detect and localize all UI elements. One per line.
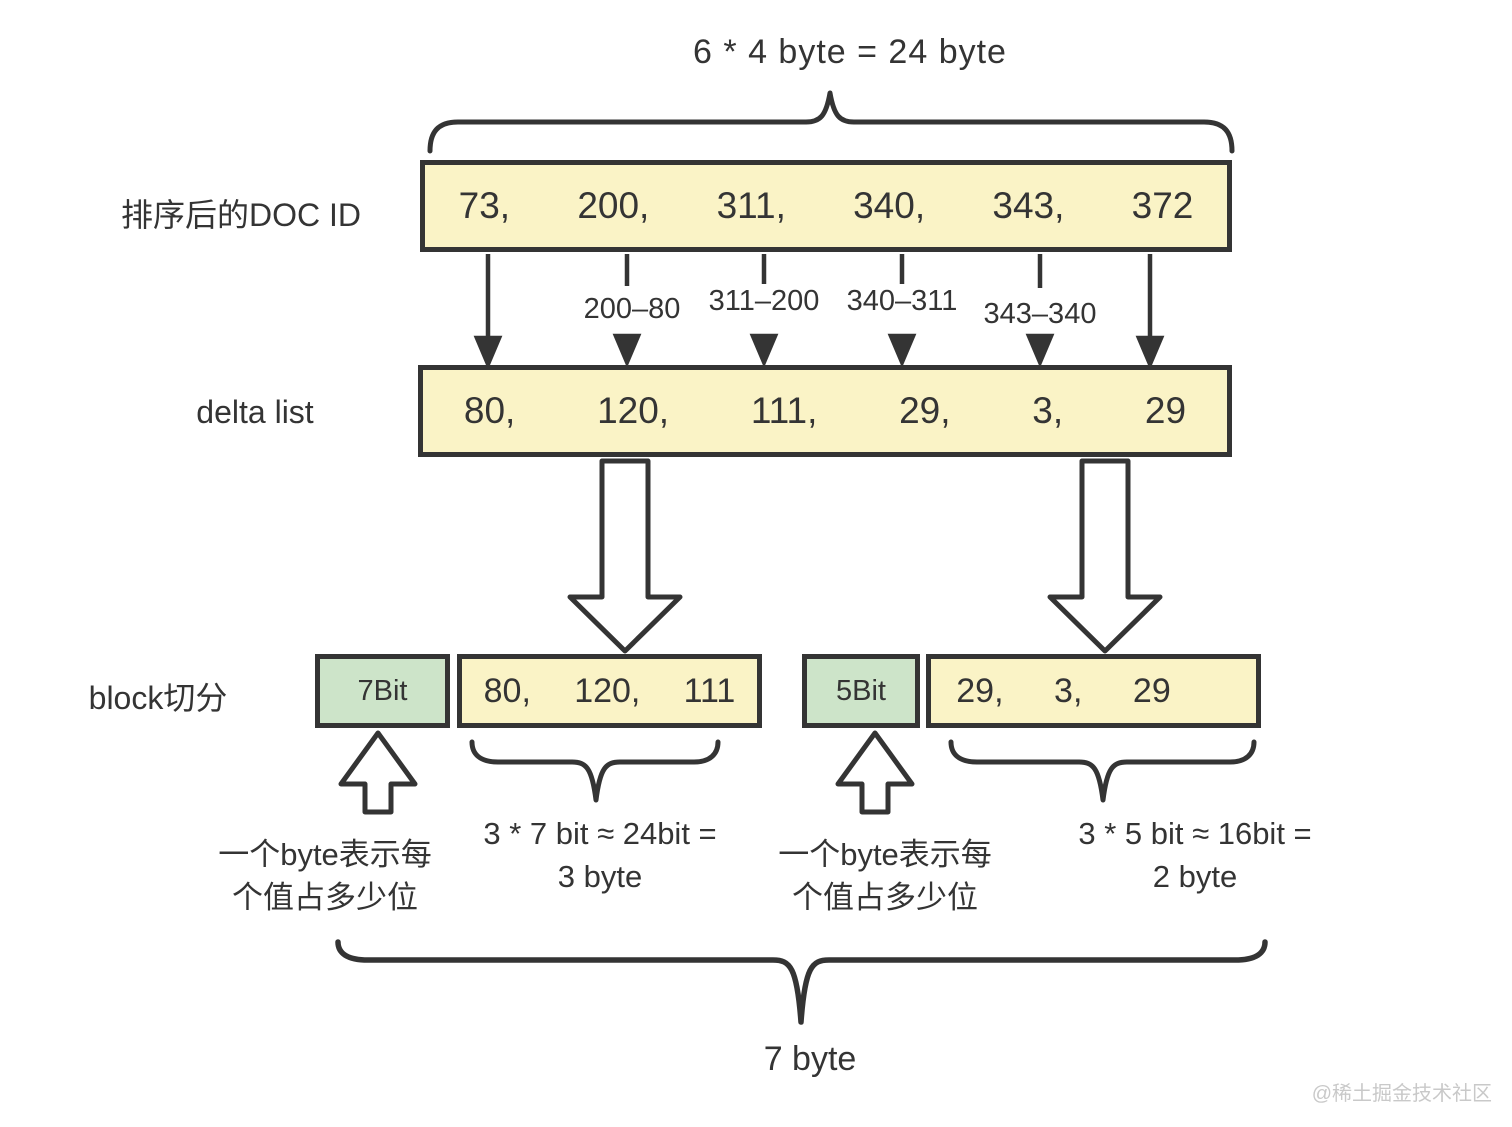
block1-size-note-line1: 3 * 7 bit ≈ 24bit =: [483, 816, 717, 851]
down-arrow-icon: [887, 254, 917, 368]
up-arrow-left-icon: [338, 730, 418, 815]
block2-bitwidth-box: 5Bit: [802, 654, 920, 728]
block2-size-note-line2: 2 byte: [1152, 859, 1238, 894]
delta-value: 29: [1144, 390, 1187, 431]
delta-value: 80,: [463, 390, 516, 431]
total-size-label: 6 * 4 byte = 24 byte: [693, 33, 1007, 71]
doc-id-box: 73, 200, 311, 340, 343, 372: [420, 160, 1232, 252]
block2-brace: [948, 739, 1257, 803]
doc-to-delta-arrow-icons: [473, 254, 1165, 370]
doc-value: 73,: [458, 185, 511, 226]
block1-values-box: 80, 120, 111: [457, 654, 762, 728]
byte-note-right: 一个byte表示每 个值占多少位: [778, 833, 992, 919]
block1-bitwidth-box: 7Bit: [315, 654, 450, 728]
block2-values-box: 29, 3, 29: [926, 654, 1261, 728]
block1-size-note: 3 * 7 bit ≈ 24bit = 3 byte: [483, 812, 716, 898]
delta-computation-label: 343–340: [983, 298, 1097, 330]
delta-list-box: 80, 120, 111, 29, 3, 29: [418, 365, 1232, 457]
delta-value: 29,: [899, 390, 951, 431]
block2-value: 3,: [1054, 671, 1083, 710]
down-arrow-icon: [749, 254, 779, 368]
big-down-arrow-right-icon: [1047, 458, 1163, 654]
down-arrow-icon: [1135, 254, 1165, 370]
byte-note-left-line2: 个值占多少位: [232, 880, 418, 915]
block2-value: 29,: [956, 671, 1004, 710]
watermark: @稀土掘金技术社区: [1311, 1083, 1492, 1105]
block2-size-note: 3 * 5 bit ≈ 16bit = 2 byte: [1078, 812, 1311, 898]
top-brace: [427, 90, 1235, 154]
block1-size-note-line2: 3 byte: [557, 859, 643, 894]
byte-note-right-line1: 一个byte表示每: [778, 837, 992, 872]
total-compressed-size-label: 7 byte: [763, 1040, 857, 1078]
block2-size-note-line1: 3 * 5 bit ≈ 16bit =: [1078, 816, 1312, 851]
block1-value: 120,: [574, 671, 641, 710]
byte-note-right-line2: 个值占多少位: [792, 880, 978, 915]
doc-value: 340,: [853, 185, 926, 226]
doc-row-label: 排序后的DOC ID: [120, 197, 362, 233]
doc-value: 372: [1131, 185, 1194, 226]
down-arrow-icon: [473, 254, 503, 370]
block2-bitwidth-value: 5Bit: [836, 674, 886, 707]
byte-note-left: 一个byte表示每 个值占多少位: [218, 833, 432, 919]
block1-value: 111: [683, 671, 736, 710]
delta-value: 111,: [750, 390, 818, 431]
doc-value: 343,: [992, 185, 1065, 226]
block-row-label: block切分: [88, 680, 228, 716]
delta-value: 3,: [1032, 390, 1064, 431]
up-arrow-right-icon: [835, 730, 915, 815]
doc-value: 200,: [577, 185, 650, 226]
down-arrow-icon: [1025, 254, 1055, 368]
byte-note-left-line1: 一个byte表示每: [218, 837, 432, 872]
delta-value: 120,: [597, 390, 670, 431]
down-arrow-icon: [612, 254, 642, 368]
delta-computation-label: 340–311: [846, 285, 958, 317]
delta-computation-label: 311–200: [708, 285, 820, 317]
block1-bitwidth-value: 7Bit: [357, 674, 408, 707]
block2-value: 29: [1132, 671, 1171, 710]
block1-value: 80,: [483, 671, 531, 710]
block1-brace: [469, 739, 721, 803]
big-down-arrow-left-icon: [567, 458, 683, 654]
bottom-brace: [335, 939, 1268, 1025]
delta-computation-label: 200–80: [583, 293, 681, 325]
doc-value: 311,: [716, 185, 786, 226]
delta-row-label: delta list: [196, 394, 314, 430]
